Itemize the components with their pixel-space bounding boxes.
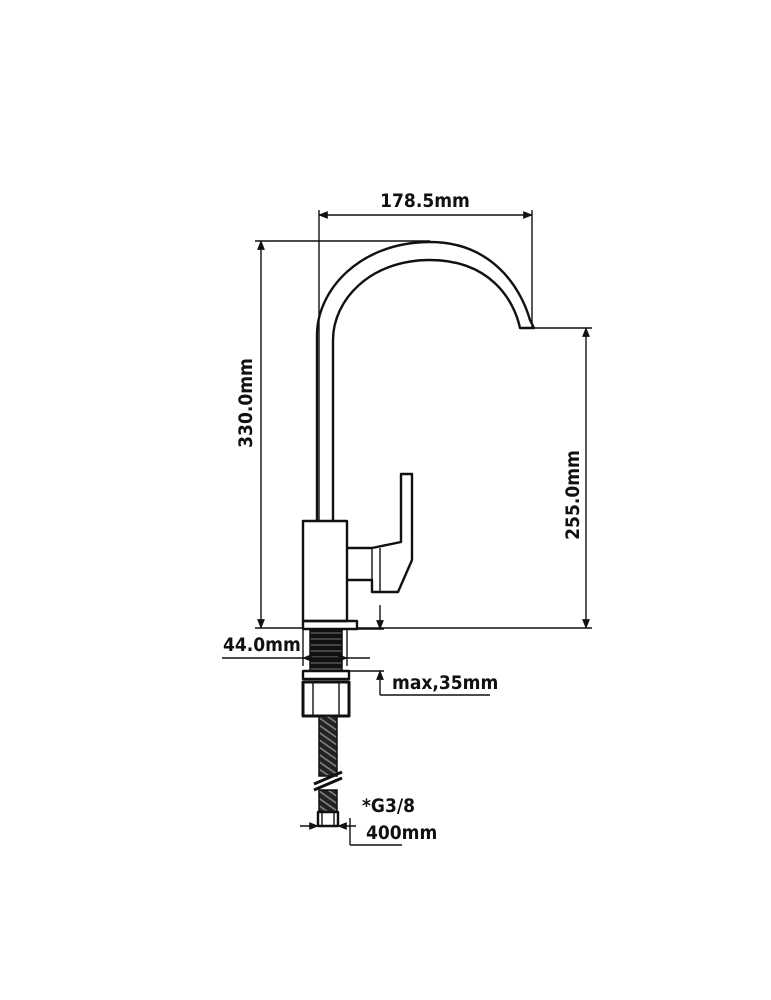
mounting-nut bbox=[301, 680, 351, 718]
dim-base-diameter-label: 44.0mm bbox=[223, 634, 301, 656]
dim-connection: *G3/8 400mm bbox=[300, 795, 437, 846]
connection-thread-label: *G3/8 bbox=[362, 795, 415, 817]
dim-spout-reach: 178.5mm bbox=[318, 190, 533, 522]
dim-total-height: 330.0mm bbox=[235, 240, 430, 629]
hose-break bbox=[313, 770, 343, 792]
mounting-nut-top bbox=[301, 669, 351, 681]
faucet-body bbox=[301, 240, 536, 828]
hose-upper bbox=[318, 715, 338, 777]
threaded-shank bbox=[309, 628, 343, 672]
dim-total-height-label: 330.0mm bbox=[235, 358, 257, 448]
hose-length-label: 400mm bbox=[366, 822, 437, 844]
base-plate bbox=[301, 619, 359, 631]
hose-lower bbox=[318, 789, 338, 813]
dim-base-diameter: 44.0mm bbox=[222, 629, 370, 666]
dim-max-thickness: max,35mm bbox=[349, 605, 498, 696]
dim-spout-reach-label: 178.5mm bbox=[380, 190, 470, 212]
dim-spout-height: 255.0mm bbox=[357, 327, 592, 629]
body-column bbox=[301, 519, 349, 623]
hose-connector bbox=[316, 810, 340, 828]
dim-max-thickness-label: max,35mm bbox=[392, 672, 498, 694]
spout-outline bbox=[315, 240, 536, 522]
dim-spout-height-label: 255.0mm bbox=[562, 450, 584, 540]
handle-detail bbox=[371, 548, 381, 592]
